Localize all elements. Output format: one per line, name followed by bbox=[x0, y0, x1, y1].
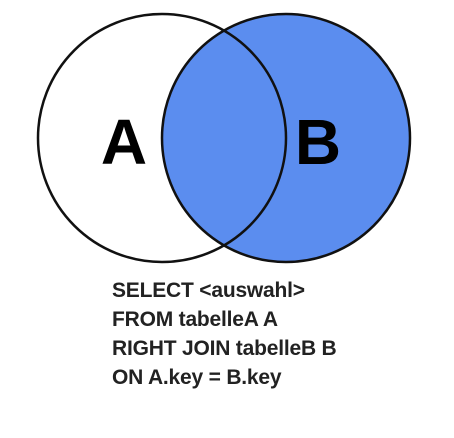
set-a-circle bbox=[36, 12, 288, 264]
set-b-label: B bbox=[295, 106, 341, 178]
sql-line-select: SELECT <auswahl> bbox=[112, 279, 305, 302]
set-a-label: A bbox=[101, 106, 147, 178]
sql-line-on: ON A.key = B.key bbox=[112, 366, 282, 389]
venn-diagram: A B bbox=[36, 12, 412, 264]
sql-line-from: FROM tabelleA A bbox=[112, 308, 278, 331]
sql-query: SELECT <auswahl> FROM tabelleA A RIGHT J… bbox=[112, 276, 337, 392]
sql-line-join: RIGHT JOIN tabelleB B bbox=[112, 337, 337, 360]
